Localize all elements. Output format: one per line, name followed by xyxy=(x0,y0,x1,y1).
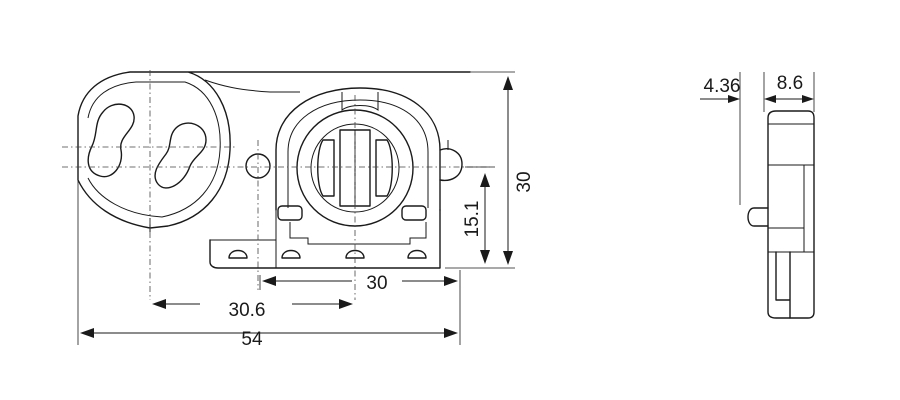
socket-contact-left xyxy=(317,139,335,197)
side-pin xyxy=(747,207,769,227)
arrow-30-v-bottom xyxy=(503,251,513,265)
socket-housing-inner xyxy=(287,99,429,208)
side-latch xyxy=(439,148,463,182)
side-body-outline xyxy=(767,110,815,319)
arrow-4-36 xyxy=(728,95,740,103)
clip-right xyxy=(401,205,427,221)
clip-left xyxy=(277,205,303,221)
socket-contact-right xyxy=(375,139,393,197)
dim-label-30-v: 30 xyxy=(514,171,535,192)
base-slot-3 xyxy=(345,249,365,259)
arrow-30-6-left xyxy=(152,299,166,309)
front-dimensions: 54 30.6 30 15.1 30 xyxy=(77,71,535,350)
base-slot-4 xyxy=(407,249,427,259)
pin-slot-left xyxy=(87,103,135,178)
front-view xyxy=(62,70,490,300)
socket-center-key xyxy=(339,129,371,207)
base-inner-channel xyxy=(289,222,427,245)
arrow-54-right xyxy=(444,328,458,338)
arrow-30-h-right xyxy=(444,276,458,286)
base-step xyxy=(210,210,277,268)
base-slot-1 xyxy=(228,249,248,259)
arrow-30-v-top xyxy=(503,76,513,90)
side-bottom-tab xyxy=(775,251,791,319)
rotor-inner-ring xyxy=(87,81,221,218)
dim-label-54: 54 xyxy=(241,329,263,350)
rotor-body-outline xyxy=(77,71,471,229)
arrow-8-6-left xyxy=(764,95,776,103)
dim-label-30-h: 30 xyxy=(366,273,387,294)
rotor-shoulder xyxy=(204,79,300,93)
side-view: 4.36 8.6 xyxy=(700,72,815,319)
dim-label-8-6: 8.6 xyxy=(777,73,803,94)
socket-top-notch xyxy=(341,92,379,111)
arrow-8-6-right xyxy=(802,95,814,103)
pin-slot-right xyxy=(154,122,207,189)
arrow-30-6-right xyxy=(339,299,353,309)
arrow-30-h-left xyxy=(262,276,276,286)
dim-label-30-6: 30.6 xyxy=(229,300,266,321)
arrow-15-1-top xyxy=(480,173,490,187)
dim-label-15-1: 15.1 xyxy=(462,201,483,238)
socket-housing-outline xyxy=(275,87,441,211)
base-plate xyxy=(209,209,441,269)
dim-label-4-36: 4.36 xyxy=(704,76,741,97)
arrow-15-1-bottom xyxy=(480,250,490,264)
base-slot-2 xyxy=(281,249,301,259)
arrow-54-left xyxy=(80,328,94,338)
